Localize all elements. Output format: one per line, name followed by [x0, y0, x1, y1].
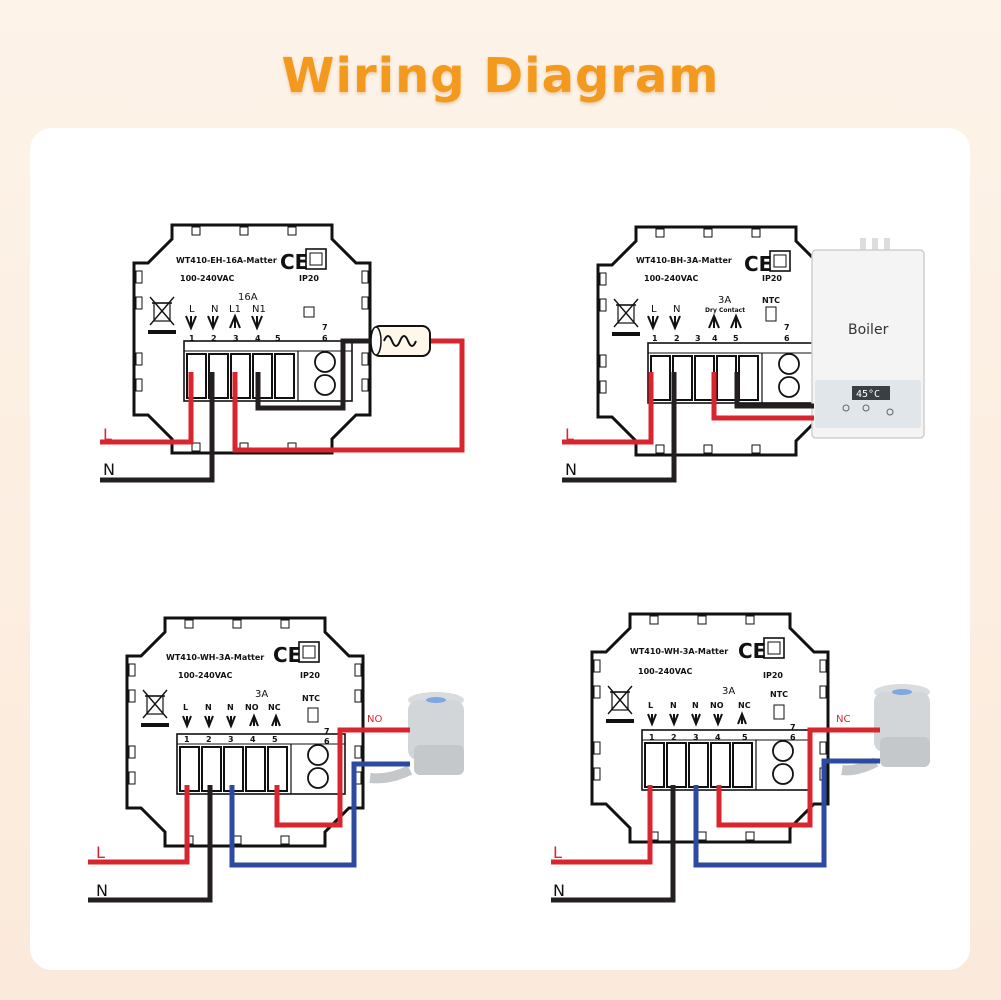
terminal-label: L — [651, 304, 657, 315]
terminal-label: N — [673, 304, 680, 315]
terminal-number: 1 — [189, 334, 195, 343]
supply-label: L — [565, 425, 574, 444]
terminal-number: 1 — [184, 735, 190, 744]
ntc-label: NTC — [762, 296, 780, 305]
terminal-number: 4 — [250, 735, 256, 744]
ip-label: IP20 — [763, 671, 783, 680]
ip-label: IP20 — [299, 274, 319, 283]
terminal-number: 2 — [674, 334, 680, 343]
supply-label: L — [553, 843, 562, 862]
model-label: WT410-WH-3A-Matter — [630, 647, 728, 656]
terminal-label: NO — [710, 701, 724, 710]
terminal-number: 4 — [255, 334, 261, 343]
voltage-label: 100-240VAC — [638, 667, 693, 676]
terminal-number: 2 — [211, 334, 217, 343]
rating-label: 3A — [255, 689, 268, 700]
rating-label: 3A — [722, 686, 735, 697]
ip-label: IP20 — [762, 274, 782, 283]
terminal-label: L — [183, 703, 188, 712]
page-title: Wiring Diagram — [281, 48, 720, 104]
terminal-number: 2 — [206, 735, 212, 744]
terminal-label: N — [692, 701, 699, 710]
terminal-label: L — [189, 304, 195, 315]
terminal-label: N — [205, 703, 212, 712]
voltage-label: 100-240VAC — [178, 671, 233, 680]
diagram-1: WT410-EH-16A-Matter 100-240VAC IP20 16A … — [100, 223, 465, 483]
supply-label: L — [96, 843, 105, 862]
terminal-number: 3 — [695, 334, 701, 343]
diagram-4: WT410-WH-3A-Matter 100-240VAC IP20 3A NT… — [551, 612, 930, 903]
terminal-label: NC — [268, 703, 281, 712]
supply-label: N — [565, 460, 577, 479]
rating-label: 3A — [718, 295, 731, 306]
ip-label: IP20 — [300, 671, 320, 680]
terminal-number: 6 — [324, 737, 330, 746]
voltage-label: 100-240VAC — [180, 274, 235, 283]
boiler: 45°C — [811, 238, 925, 439]
voltage-label: 100-240VAC — [644, 274, 699, 283]
terminal-number: 3 — [233, 334, 239, 343]
terminal-label: N — [227, 703, 234, 712]
wire-label: NC — [836, 714, 850, 725]
terminal-number: 4 — [715, 733, 721, 742]
terminal-number: 6 — [322, 334, 328, 343]
actuator — [369, 692, 464, 784]
ntc-label: NTC — [770, 690, 788, 699]
rating-label: 16A — [238, 292, 258, 303]
model-label: WT410-WH-3A-Matter — [166, 653, 264, 662]
supply-label: N — [553, 881, 565, 900]
terminal-label: N — [670, 701, 677, 710]
terminal-label: L — [648, 701, 653, 710]
terminal-number: 2 — [671, 733, 677, 742]
terminal-number: 7 — [324, 727, 330, 736]
heater-coil — [370, 325, 431, 357]
terminal-number: 6 — [784, 334, 790, 343]
model-label: WT410-EH-16A-Matter — [176, 256, 277, 265]
terminal-number: 7 — [790, 723, 796, 732]
terminal-number: 1 — [649, 733, 655, 742]
actuator — [841, 684, 930, 776]
terminal-number: 3 — [228, 735, 234, 744]
supply-label: L — [103, 425, 112, 444]
terminal-number: 5 — [733, 334, 739, 343]
boiler-label: Boiler — [848, 322, 889, 338]
terminal-label: L1 — [229, 304, 241, 315]
terminal-number: 7 — [784, 323, 790, 332]
terminal-label: NO — [245, 703, 259, 712]
supply-label: N — [96, 881, 108, 900]
ntc-label: NTC — [302, 694, 320, 703]
diagram-3: WT410-WH-3A-Matter 100-240VAC IP20 3A NT… — [88, 616, 464, 903]
terminal-number: 1 — [652, 334, 658, 343]
terminal-label: N — [211, 304, 218, 315]
boiler-display: 45°C — [856, 389, 880, 400]
contact-label: Dry Contact — [705, 307, 745, 314]
diagram-2: WT410-BH-3A-Matter 100-240VAC IP20 3A Dr… — [562, 225, 925, 483]
terminal-label: N1 — [252, 304, 266, 315]
supply-label: N — [103, 460, 115, 479]
terminal-number: 4 — [712, 334, 718, 343]
terminal-number: 6 — [790, 733, 796, 742]
terminal-number: 5 — [272, 735, 278, 744]
terminal-label: NC — [738, 701, 751, 710]
model-label: WT410-BH-3A-Matter — [636, 256, 732, 265]
terminal-number: 3 — [693, 733, 699, 742]
wire-label: NO — [367, 714, 382, 725]
terminal-number: 5 — [275, 334, 281, 343]
terminal-number: 7 — [322, 323, 328, 332]
terminal-number: 5 — [742, 733, 748, 742]
